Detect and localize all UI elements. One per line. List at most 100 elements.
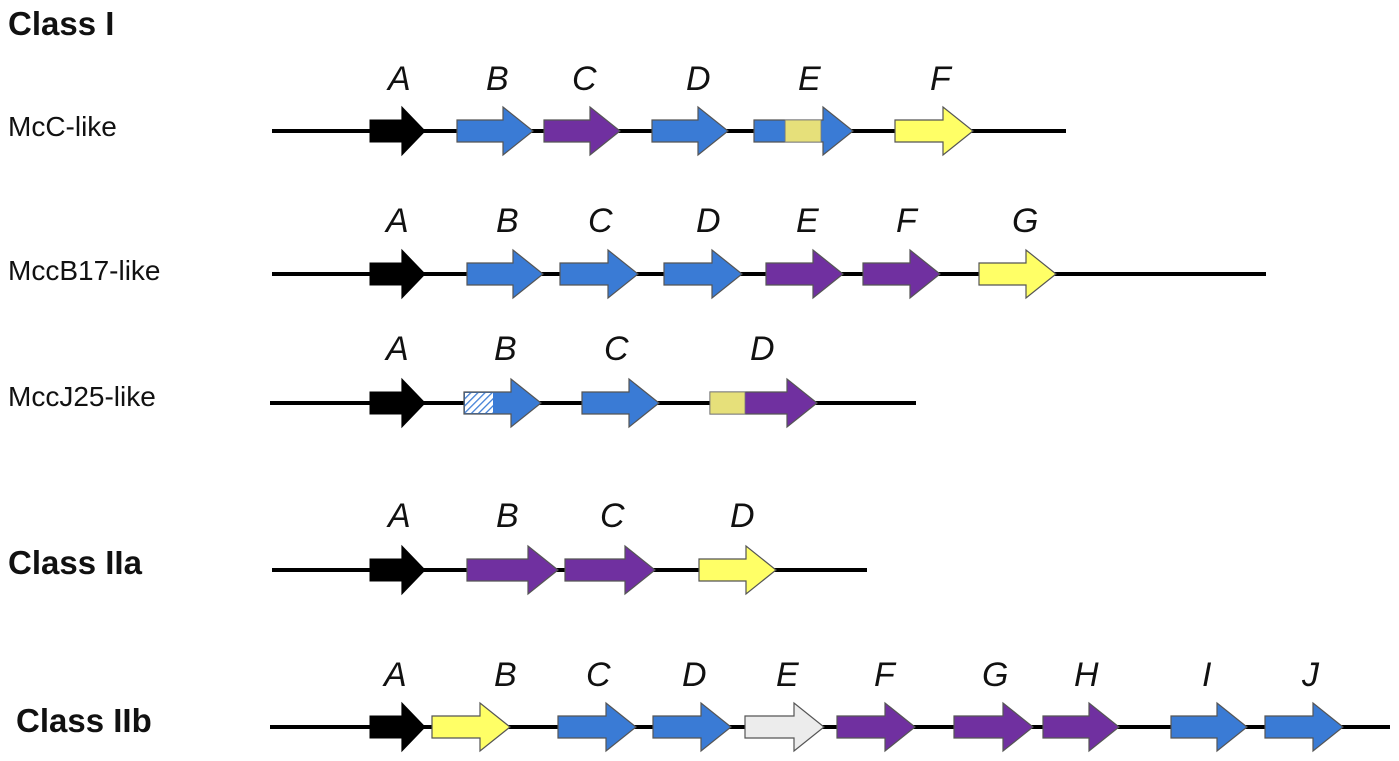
gene-f-arrow: F	[836, 656, 916, 753]
gene-arrow-shape	[581, 377, 660, 429]
gene-arrow-shape	[663, 248, 743, 300]
gene-c-label: C	[572, 60, 597, 98]
gene-b-label: B	[494, 656, 517, 694]
gene-domain-inset	[709, 391, 746, 415]
gene-b-label: B	[494, 330, 517, 368]
gene-arrow-shape	[953, 701, 1034, 753]
gene-h-label: H	[1074, 656, 1099, 694]
gene-arrow-shape	[369, 377, 426, 429]
gene-j-arrow: J	[1264, 656, 1344, 753]
gene-b-label: B	[486, 60, 509, 98]
cluster-rows: A B C D E F A B C D E F G A B C D A B C D A B C D E F G H I J	[270, 60, 1390, 753]
gene-a-arrow: A	[369, 202, 426, 300]
gene-hatched-domain	[465, 393, 493, 413]
class-iib-row: A B C D E F G H I J	[270, 656, 1390, 753]
gene-c-arrow: C	[543, 60, 621, 157]
gene-d-label: D	[696, 202, 721, 240]
gene-g-label: G	[1012, 202, 1038, 240]
gene-d-arrow: D	[663, 202, 743, 300]
gene-arrow-shape	[369, 701, 426, 753]
gene-e-label: E	[796, 202, 819, 240]
gene-e-label: E	[776, 656, 799, 694]
gene-arrow-shape	[894, 105, 974, 157]
gene-c-arrow: C	[559, 202, 639, 300]
gene-e-arrow: E	[753, 60, 854, 157]
gene-c-label: C	[588, 202, 613, 240]
gene-arrow-shape	[862, 248, 941, 300]
gene-b-arrow: B	[431, 656, 517, 753]
gene-f-label: F	[896, 202, 919, 240]
gene-c-label: C	[604, 330, 629, 368]
gene-a-arrow: A	[369, 60, 426, 157]
gene-a-label: A	[386, 497, 411, 535]
mccb17-like-row: A B C D E F G	[272, 202, 1266, 300]
gene-arrow-shape	[463, 377, 542, 429]
gene-a-label: A	[384, 330, 409, 368]
gene-i-label: I	[1202, 656, 1212, 694]
gene-arrow-shape	[369, 248, 426, 300]
gene-f-arrow: F	[894, 60, 974, 157]
gene-b-arrow: B	[463, 330, 542, 429]
gene-arrow-shape	[557, 701, 637, 753]
gene-d-label: D	[750, 330, 775, 368]
gene-domain-inset	[784, 119, 822, 143]
gene-a-arrow: A	[369, 330, 426, 429]
gene-b-arrow: B	[466, 202, 544, 300]
gene-c-label: C	[600, 497, 625, 535]
gene-e-arrow: E	[765, 202, 844, 300]
gene-arrow-shape	[765, 248, 844, 300]
gene-arrow-shape	[559, 248, 639, 300]
gene-b-arrow: B	[456, 60, 534, 157]
mcc-like-label: McC-like	[8, 111, 117, 142]
class-iia-row: A B C D	[272, 497, 867, 596]
gene-a-label: A	[384, 202, 409, 240]
gene-c-arrow: C	[557, 656, 637, 753]
gene-arrow-shape	[431, 701, 511, 753]
gene-arrow-shape	[369, 544, 426, 596]
gene-g-arrow: G	[953, 656, 1034, 753]
gene-a-arrow: A	[369, 656, 426, 753]
gene-f-label: F	[874, 656, 897, 694]
gene-arrow-shape	[456, 105, 534, 157]
gene-arrow-shape	[698, 544, 777, 596]
mccj25-like-label: MccJ25-like	[8, 381, 156, 412]
gene-arrow-shape	[651, 105, 729, 157]
gene-arrow-shape	[543, 105, 621, 157]
mccj25-like-row: A B C D	[270, 330, 916, 429]
gene-arrow-shape	[369, 105, 426, 157]
gene-d-label: D	[682, 656, 707, 694]
gene-d-label: D	[686, 60, 711, 98]
gene-f-label: F	[930, 60, 953, 98]
gene-b-arrow: B	[466, 497, 559, 596]
gene-arrow-shape	[978, 248, 1057, 300]
gene-d-arrow: D	[709, 330, 818, 429]
gene-c-arrow: C	[564, 497, 656, 596]
gene-d-arrow: D	[651, 60, 729, 157]
gene-arrow-shape	[466, 248, 544, 300]
gene-arrow-shape	[836, 701, 916, 753]
mcc-like-row: A B C D E F	[272, 60, 1066, 157]
gene-d-label: D	[730, 497, 755, 535]
class-iia-title: Class IIa	[8, 544, 143, 581]
gene-b-label: B	[496, 497, 519, 535]
class-i-title: Class I	[8, 5, 114, 42]
gene-arrow-shape	[1170, 701, 1248, 753]
gene-arrow-shape	[466, 544, 559, 596]
gene-arrow-shape	[1042, 701, 1120, 753]
class-iib-title: Class IIb	[16, 702, 152, 739]
gene-f-arrow: F	[862, 202, 941, 300]
gene-a-label: A	[382, 656, 407, 694]
gene-arrow-shape	[652, 701, 732, 753]
gene-e-arrow: E	[744, 656, 825, 753]
gene-arrow-shape	[744, 701, 825, 753]
gene-d-arrow: D	[698, 497, 777, 596]
gene-a-label: A	[386, 60, 411, 98]
gene-c-arrow: C	[581, 330, 660, 429]
gene-g-label: G	[982, 656, 1008, 694]
gene-i-arrow: I	[1170, 656, 1248, 753]
gene-h-arrow: H	[1042, 656, 1120, 753]
mccb17-like-label: MccB17-like	[8, 255, 160, 286]
gene-arrow-shape	[1264, 701, 1344, 753]
